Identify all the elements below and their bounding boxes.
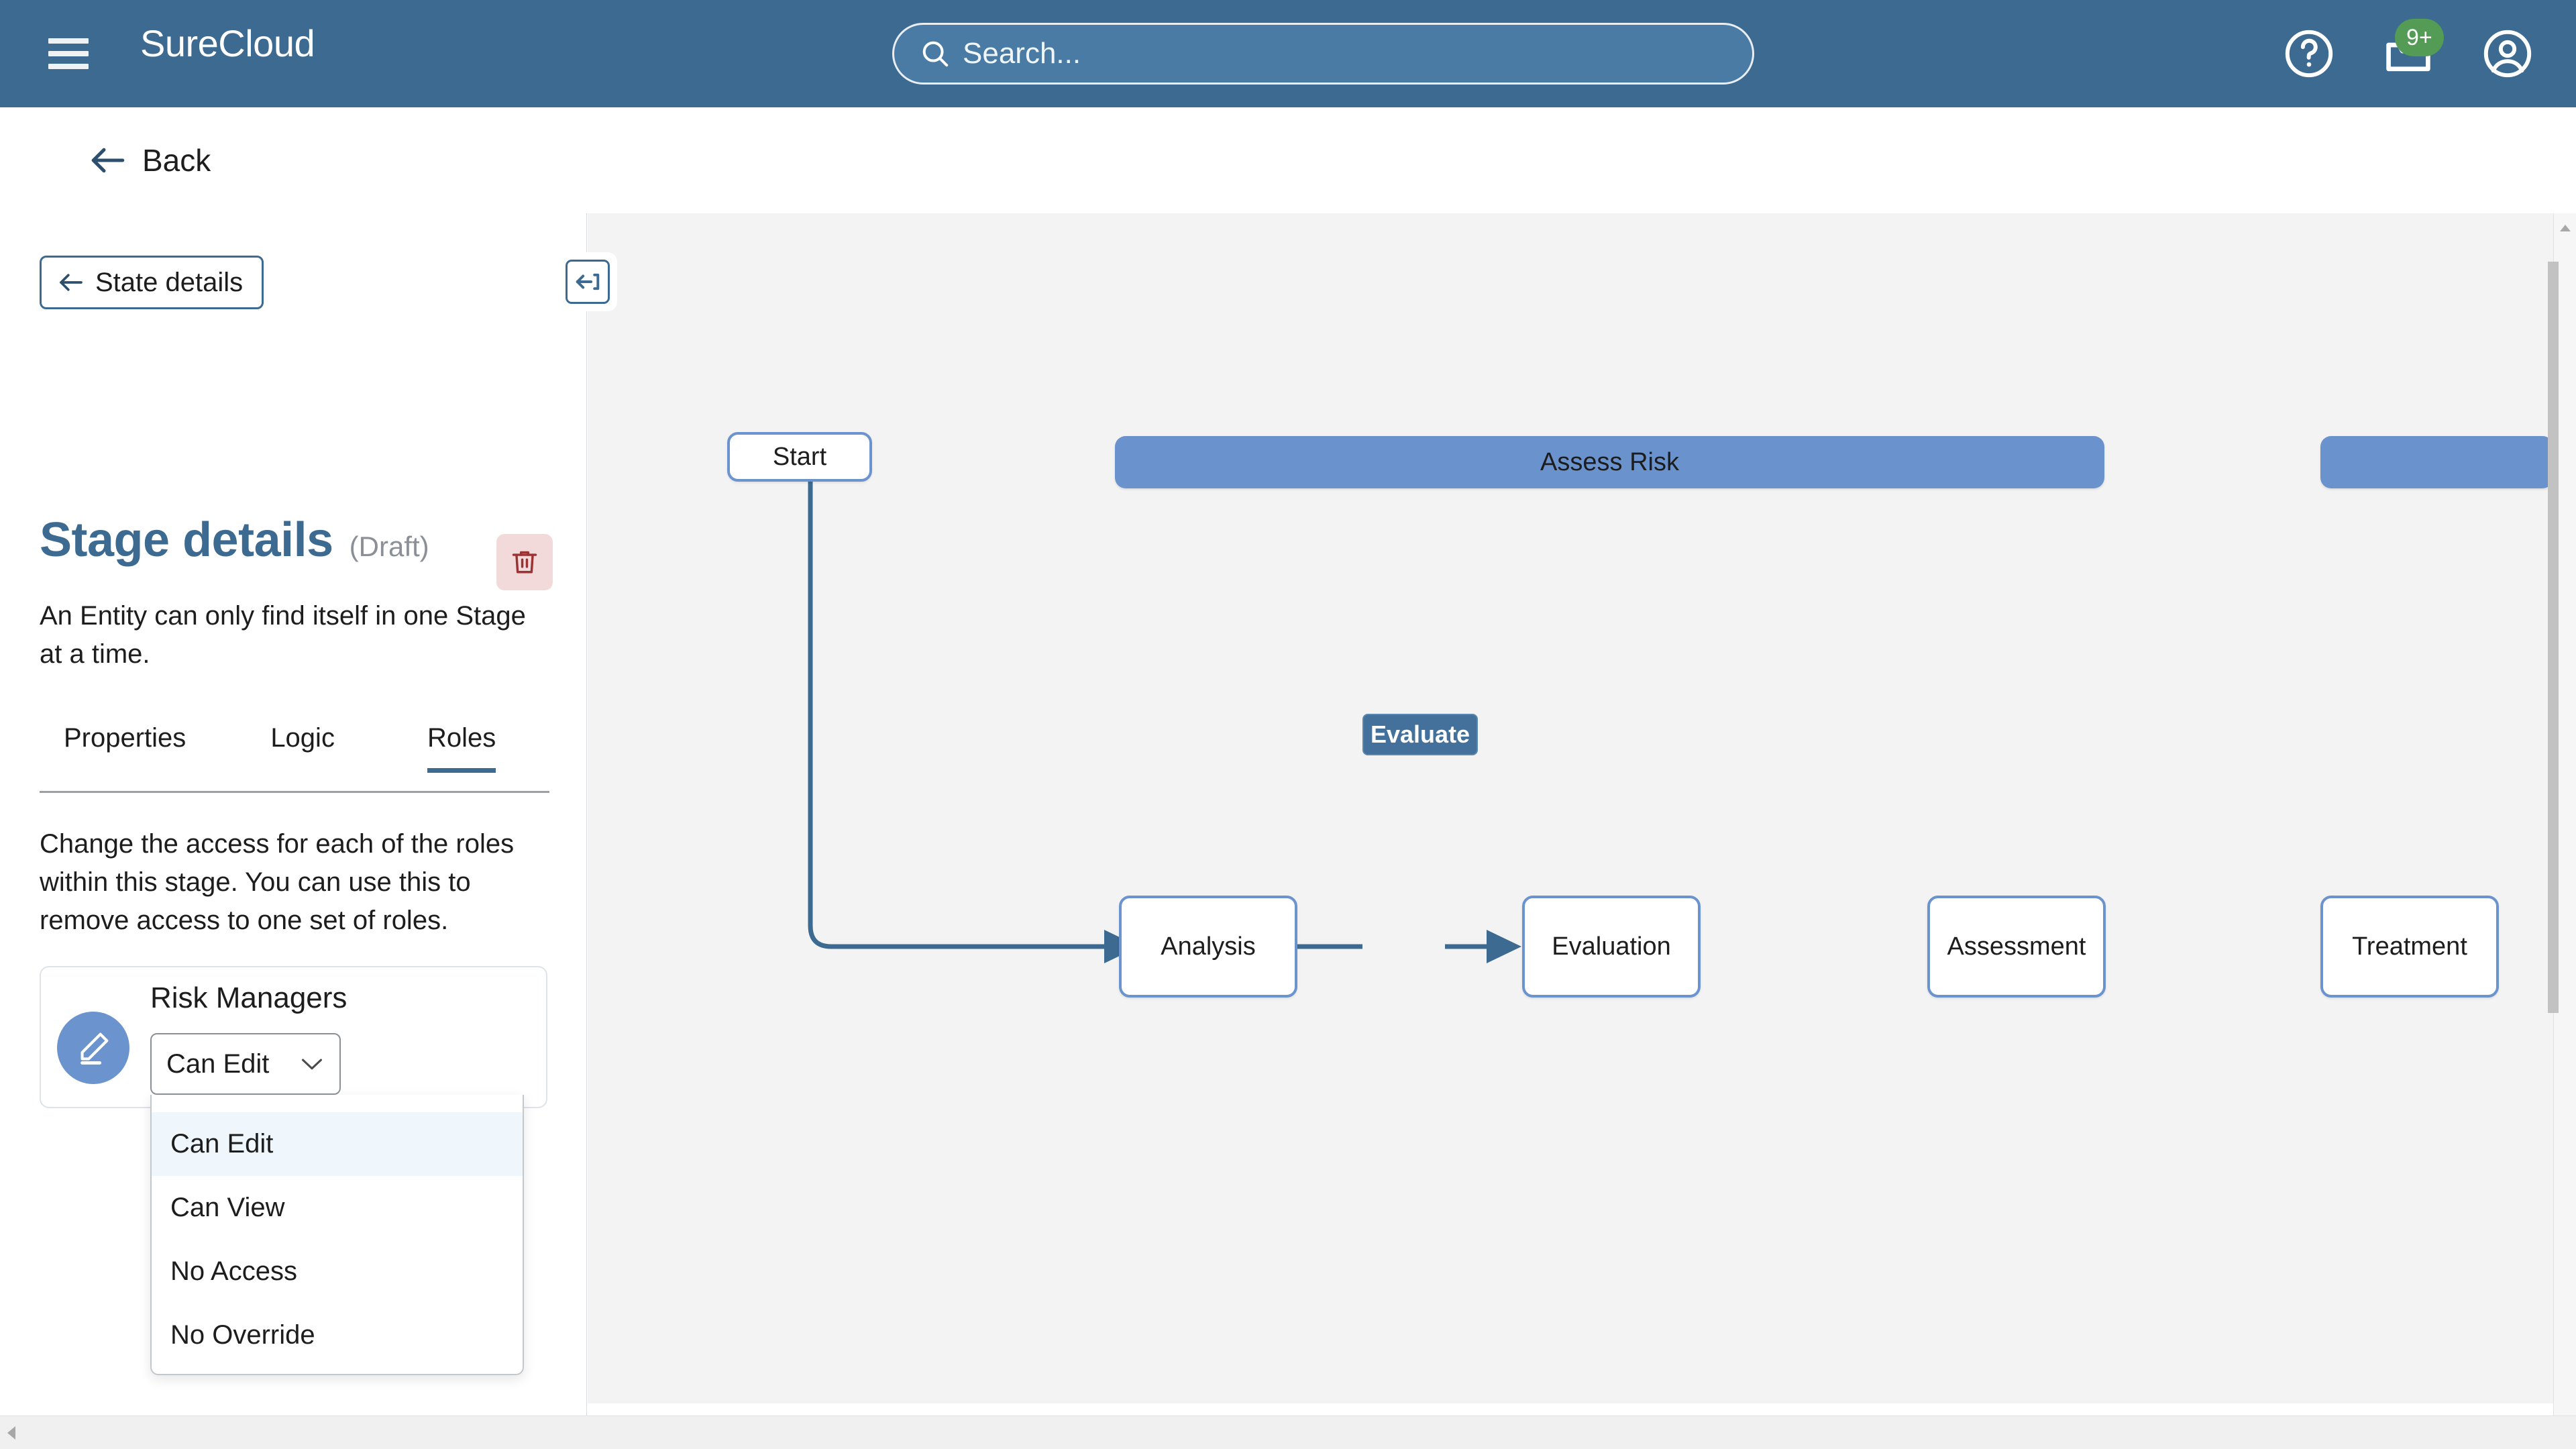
hamburger-line	[48, 38, 89, 44]
hamburger-menu-icon[interactable]	[48, 34, 89, 74]
node-label: Start	[772, 442, 827, 471]
roles-description: Change the access for each of the roles …	[40, 829, 515, 935]
dropdown-option-no-override[interactable]: No Override	[170, 1320, 315, 1350]
global-search-input[interactable]: Search...	[892, 23, 1754, 85]
pencil-edit-icon	[80, 1032, 109, 1065]
hamburger-line	[48, 51, 89, 56]
dropdown-option-no-access[interactable]: No Access	[170, 1256, 297, 1286]
state-details-label: State details	[95, 267, 244, 297]
flow-node-treatment[interactable]: Treatment	[2320, 896, 2499, 998]
state-details-breadcrumb-button[interactable]: State details	[40, 256, 264, 309]
back-navigation-bar: Back	[0, 107, 2576, 213]
back-button[interactable]: Back	[89, 142, 211, 178]
scroll-left-arrow-icon[interactable]	[7, 1426, 16, 1440]
page-title-row: Stage details (Draft)	[40, 513, 553, 568]
stage-description: An Entity can only find itself in one St…	[40, 601, 526, 669]
role-name-label: Risk Managers	[150, 981, 347, 1014]
chevron-down-icon	[302, 1059, 322, 1070]
swimlane-label: Assess Risk	[1540, 447, 1679, 476]
search-icon	[922, 41, 949, 67]
inbox-count-badge: 9+	[2395, 19, 2444, 56]
help-circle-icon[interactable]	[2281, 25, 2337, 82]
hamburger-line	[48, 64, 89, 69]
flow-node-analysis[interactable]: Analysis	[1119, 896, 1297, 998]
page-title: Stage details	[40, 513, 333, 567]
workflow-canvas[interactable]: Assess Risk Start Analysis Evaluation As…	[588, 213, 2553, 1403]
tab-roles[interactable]: Roles	[427, 723, 496, 773]
swimlane-assess-risk[interactable]: Assess Risk	[1115, 436, 2104, 488]
back-button-label: Back	[142, 143, 211, 178]
stage-tabs: Properties Logic Roles	[40, 723, 549, 793]
flow-node-assessment[interactable]: Assessment	[1927, 896, 2106, 998]
tab-logic[interactable]: Logic	[270, 723, 335, 753]
vertical-scrollbar-thumb[interactable]	[2548, 262, 2559, 1013]
node-label: Treatment	[2352, 932, 2467, 961]
user-circle-icon[interactable]	[2479, 25, 2536, 82]
collapse-panel-left-icon	[566, 260, 610, 304]
role-access-select[interactable]: Can Edit	[150, 1033, 341, 1095]
node-label: Evaluation	[1552, 932, 1671, 961]
status-badge: (Draft)	[349, 531, 429, 562]
swimlane-unnamed[interactable]	[2320, 436, 2553, 488]
stage-details-panel: State details Stage details (Draft) An E…	[0, 213, 587, 1415]
dropdown-option-can-edit[interactable]: Can Edit	[152, 1112, 523, 1176]
role-access-dropdown-list[interactable]: Can Edit Can View No Access No Override	[150, 1095, 524, 1375]
role-access-selected-value: Can Edit	[166, 1049, 270, 1079]
app-brand-title: SureCloud	[140, 22, 315, 64]
delete-stage-button[interactable]	[496, 534, 553, 590]
search-placeholder: Search...	[963, 37, 1081, 70]
role-edit-avatar[interactable]	[57, 1012, 129, 1084]
top-navigation-bar: SureCloud Search... 9+	[0, 0, 2576, 107]
flow-node-evaluation[interactable]: Evaluation	[1522, 896, 1701, 998]
collapse-panel-button[interactable]	[558, 252, 617, 311]
node-label: Analysis	[1161, 932, 1256, 961]
horizontal-scrollbar-track[interactable]	[0, 1415, 2576, 1449]
arrow-left-icon	[91, 148, 125, 173]
trash-icon	[512, 551, 537, 574]
flow-node-start[interactable]: Start	[727, 432, 872, 482]
node-label: Assessment	[1947, 932, 2086, 961]
workflow-edges	[808, 482, 1521, 963]
flow-edge-label-evaluate[interactable]: Evaluate	[1362, 714, 1479, 755]
tab-properties[interactable]: Properties	[64, 723, 186, 753]
dropdown-option-can-view[interactable]: Can View	[170, 1193, 285, 1222]
scroll-up-arrow-icon[interactable]	[2559, 224, 2571, 232]
arrow-left-icon	[60, 274, 83, 291]
